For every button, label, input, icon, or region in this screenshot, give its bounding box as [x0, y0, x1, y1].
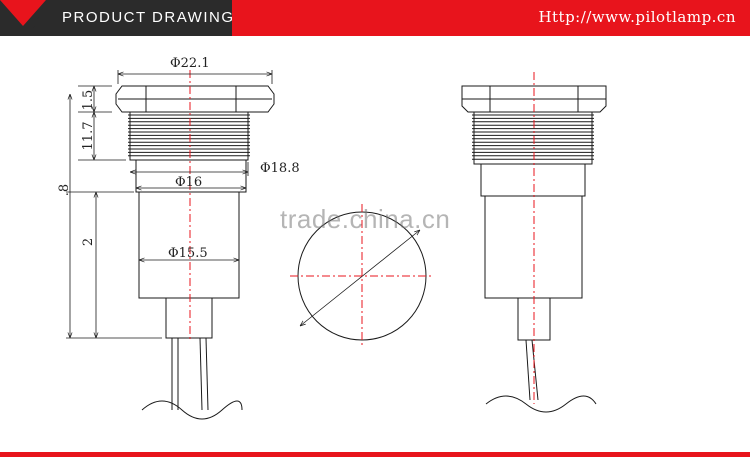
dim-nut-height: 1.5: [81, 90, 96, 111]
front-view-circle: [290, 204, 434, 348]
page-title: PRODUCT DRAWING: [62, 9, 235, 26]
thread-ridges-right: [472, 114, 594, 160]
side-view-dimensioned: [115, 85, 275, 420]
thread-ridges-left: [128, 114, 250, 157]
website-link[interactable]: Http://www.pilotlamp.cn: [538, 8, 736, 26]
logo-triangle-icon: [0, 0, 60, 36]
dim-neck-diameter: Φ16: [175, 175, 202, 190]
dimension-lines: [66, 70, 273, 339]
dim-bezel-diameter: Φ22.1: [170, 56, 210, 71]
dim-body-length: 2: [81, 238, 96, 246]
dim-thread-length: 11.7: [81, 122, 96, 151]
dim-overall-length: .8: [57, 184, 72, 196]
dim-thread-diameter: Φ18.8: [260, 161, 300, 176]
dim-body-diameter: Φ15.5: [168, 246, 208, 261]
product-drawing: Φ22.1 1.5 11.7 Φ18.8 Φ16 Φ15.5 .8 2: [57, 56, 607, 420]
watermark-text: trade.china.cn: [280, 204, 451, 234]
footer-rule: [0, 452, 750, 457]
